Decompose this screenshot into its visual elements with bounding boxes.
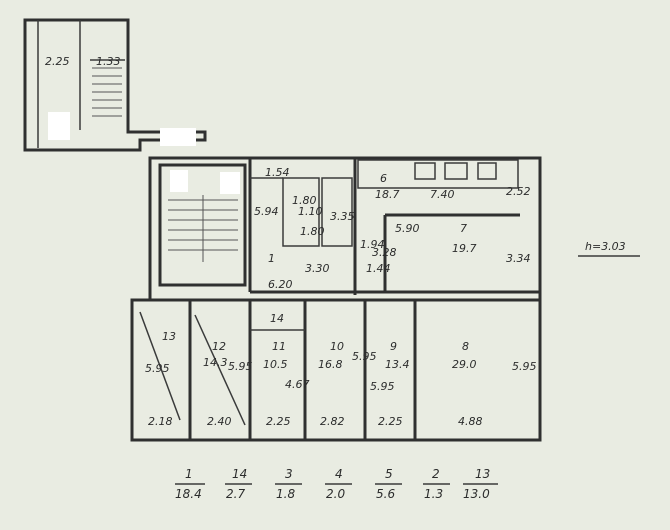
room-11-area: 10.5 [263, 358, 288, 371]
legend-room: 4 [335, 467, 343, 481]
legend-room: 5 [385, 467, 393, 481]
room-7-area: 19.7 [452, 242, 477, 255]
dim-595b: 5.95 [228, 360, 253, 373]
dim-467: 4.67 [285, 378, 310, 391]
room-11-id: 11 [272, 340, 286, 353]
legend-room: 1 [185, 467, 193, 481]
room-6-dim: 7.40 [430, 188, 455, 201]
room-12-area: 14.3 [203, 356, 228, 369]
legend-area: 18.4 [175, 487, 202, 501]
stair-tower [23, 18, 207, 152]
legend-room: 14 [232, 467, 247, 481]
room-12-dim: 2.40 [207, 415, 232, 428]
dim-595a: 5.95 [145, 362, 170, 375]
legend-area: 2.7 [226, 487, 245, 501]
dim-144: 1.44 [366, 262, 391, 275]
legend-room: 3 [285, 467, 293, 481]
room-11-dim: 2.25 [266, 415, 291, 428]
room-7-dim: 5.90 [395, 222, 420, 235]
area-legend: 1 18.4 14 2.7 3 1.8 4 2.0 5 5.6 2 1.3 13… [175, 467, 498, 501]
room-14-id: 14 [270, 312, 284, 325]
legend-area: 1.8 [276, 487, 295, 501]
dim-194: 1.94 [360, 238, 385, 251]
legend-area: 2.0 [326, 487, 345, 501]
room-6-area: 18.7 [375, 188, 400, 201]
room-8-id: 8 [462, 340, 469, 353]
room-6-id: 6 [380, 172, 387, 185]
dim-595d: 5.95 [370, 380, 395, 393]
legend-area: 1.3 [424, 487, 443, 501]
room-8-area: 29.0 [452, 358, 477, 371]
dim-328: 3.28 [372, 246, 397, 259]
room-3-dim: 1.10 [298, 205, 323, 218]
dim-252: 2.52 [506, 185, 531, 198]
room-2-dim: 1.54 [265, 166, 290, 179]
dim-594: 5.94 [254, 205, 279, 218]
stair-dim-right: 1.33 [96, 55, 121, 68]
room-10-area: 16.8 [318, 358, 343, 371]
room-13-dim: 2.18 [148, 415, 173, 428]
room-7-id: 7 [460, 222, 467, 235]
legend-room: 2 [432, 467, 440, 481]
dim-595c: 5.95 [352, 350, 377, 363]
room-1-id: 1 [268, 252, 275, 265]
dim-180: 1.80 [292, 194, 317, 207]
room-5-dim: 3.35 [330, 210, 355, 223]
room-10-id: 10 [330, 340, 344, 353]
room-8-dim: 4.88 [458, 415, 483, 428]
kitchen-fixtures [357, 159, 519, 189]
room-1-dim: 6.20 [268, 278, 293, 291]
dim-330: 3.30 [305, 262, 330, 275]
legend-area: 5.6 [376, 487, 395, 501]
room-9-id: 9 [390, 340, 397, 353]
stair-dim-left: 2.25 [45, 55, 70, 68]
ceiling-height-label: h=3.03 [585, 240, 626, 253]
room-9-dim: 2.25 [378, 415, 403, 428]
interior-walls [132, 158, 540, 440]
dim-334: 3.34 [506, 252, 531, 265]
room-12-id: 12 [212, 340, 226, 353]
room-10-dim: 2.82 [320, 415, 345, 428]
room-9-area: 13.4 [385, 358, 410, 371]
room-13-id: 13 [162, 330, 176, 343]
legend-room: 13 [475, 467, 490, 481]
dim-595e: 5.95 [512, 360, 537, 373]
legend-area: 13.0 [463, 487, 490, 501]
room-4-dim: 1.80 [300, 225, 325, 238]
